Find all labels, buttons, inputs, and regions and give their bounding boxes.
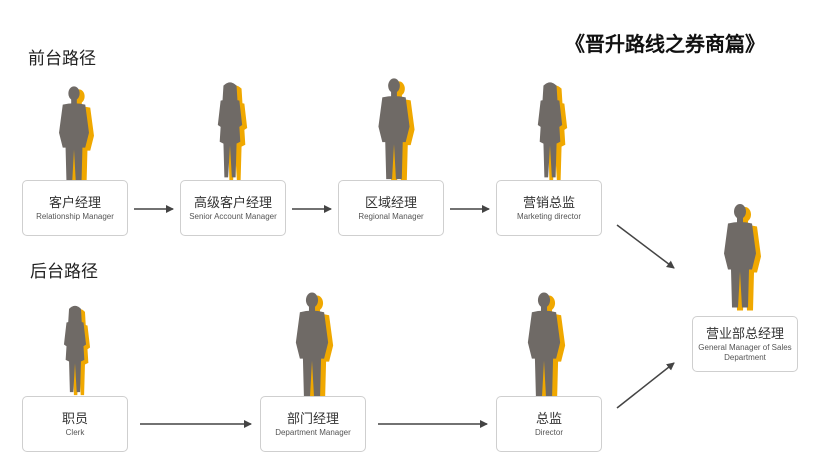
node-general-manager: 营业部总经理 General Manager of Sales Departme… [692,316,798,372]
node-subtitle: Relationship Manager [36,211,114,221]
node-subtitle: Department Manager [275,427,351,437]
node-title: 区域经理 [364,195,417,211]
node-clerk: 职员 Clerk [22,396,128,452]
node-title: 高级客户经理 [193,195,272,211]
node-subtitle: General Manager of Sales Department [698,342,792,362]
back-path-label: 后台路径 [30,262,98,282]
arrow-marketing-to-general [616,224,675,269]
node-marketing-director: 营销总监 Marketing director [496,180,602,236]
node-title: 部门经理 [286,411,339,427]
node-subtitle: Regional Manager [358,211,424,221]
node-subtitle: Clerk [65,427,85,437]
page-title: 《晋升路线之券商篇》 [565,32,765,56]
front-path-label: 前台路径 [28,49,96,69]
node-relationship-manager: 客户经理 Relationship Manager [22,180,128,236]
node-title: 营销总监 [522,195,575,211]
node-subtitle: Senior Account Manager [189,211,277,221]
node-regional-manager: 区域经理 Regional Manager [338,180,444,236]
node-title: 客户经理 [48,195,101,211]
node-senior-account-manager: 高级客户经理 Senior Account Manager [180,180,286,236]
node-title: 总监 [535,411,562,427]
node-department-manager: 部门经理 Department Manager [260,396,366,452]
arrow-director-to-general [616,362,675,409]
node-title: 职员 [61,411,88,427]
node-title: 营业部总经理 [705,326,784,342]
node-subtitle: Marketing director [516,211,582,221]
node-subtitle: Director [534,427,563,437]
node-director: 总监 Director [496,396,602,452]
